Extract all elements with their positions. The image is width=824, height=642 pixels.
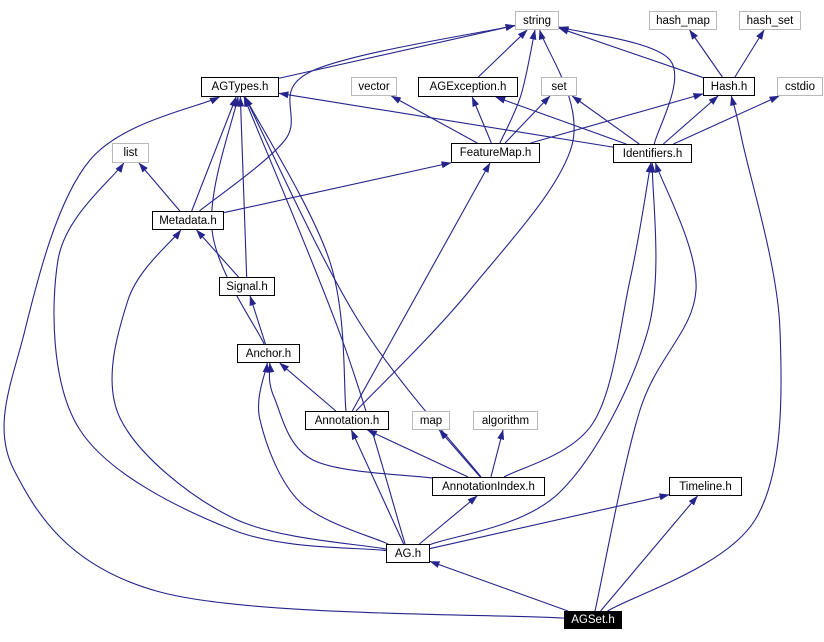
graph-node-label: hash_map [656, 14, 710, 27]
include-edge-identifiers-to-agtypes [278, 91, 614, 148]
include-edge-agset-to-timeline [600, 495, 698, 612]
include-edge-ag-to-metadata [111, 229, 387, 550]
include-edge-identifiers-to-set [571, 95, 640, 145]
graph-node-label: Anchor.h [245, 347, 292, 360]
graph-node-featuremap[interactable]: FeatureMap.h [451, 143, 540, 163]
graph-node-agexception[interactable]: AGException.h [418, 77, 518, 97]
graph-node-label: cstdio [784, 80, 816, 93]
graph-node-label: vector [358, 80, 390, 93]
include-edge-ag-to-anchor [258, 362, 389, 545]
graph-node-label: Timeline.h [679, 480, 732, 493]
include-edge-annotation-to-featuremap [351, 162, 491, 412]
include-edge-annotationindex-to-agtypes [244, 96, 482, 478]
include-edge-anchor-to-agtypes [210, 96, 265, 345]
graph-node-label: map [419, 414, 443, 427]
graph-node-timeline[interactable]: Timeline.h [669, 477, 742, 496]
include-edge-annotationindex-to-algorithm [490, 429, 505, 478]
graph-node-label: Hash.h [710, 80, 748, 93]
include-edge-ag-to-annotationindex [419, 495, 478, 545]
graph-node-label: AGSet.h [571, 614, 615, 626]
include-edge-hash-to-hash_set [734, 29, 765, 78]
graph-node-agtypes[interactable]: AGTypes.h [201, 77, 279, 97]
include-edge-featuremap-to-set [504, 95, 551, 144]
include-edge-annotation-to-anchor [279, 362, 337, 412]
graph-node-label: AnnotationIndex.h [442, 480, 535, 493]
include-edge-annotationindex-to-identifiers [503, 162, 653, 478]
graph-node-label: FeatureMap.h [459, 147, 532, 159]
graph-node-identifiers[interactable]: Identifiers.h [613, 144, 692, 163]
include-edge-ag-to-agtypes [243, 96, 406, 545]
include-edge-identifiers-to-agexception [495, 96, 627, 145]
include-edge-featuremap-to-vector [390, 95, 478, 144]
graph-node-ag[interactable]: AG.h [386, 544, 430, 563]
graph-node-metadata[interactable]: Metadata.h [152, 211, 224, 230]
include-edge-agset-to-hash [607, 95, 782, 612]
include-edge-metadata-to-string [199, 24, 516, 212]
include-edge-hash-to-string [558, 27, 704, 79]
graph-node-label: algorithm [481, 414, 530, 427]
include-edge-anchor-to-signal [249, 295, 266, 345]
graph-node-anchor[interactable]: Anchor.h [237, 344, 300, 363]
include-edge-signal-to-agtypes [237, 96, 248, 278]
include-edge-agset-to-agtypes [3, 96, 565, 619]
graph-node-algorithm: algorithm [473, 411, 538, 430]
graph-node-vector: vector [351, 77, 397, 96]
include-edge-metadata-to-agtypes [191, 96, 237, 212]
include-edge-annotationindex-to-map [438, 429, 481, 478]
graph-node-set: set [541, 77, 577, 96]
include-edge-identifiers-to-hash [662, 95, 719, 145]
graph-node-label: AGTypes.h [211, 81, 269, 93]
graph-node-label: hash_set [746, 14, 794, 27]
include-edge-agset-to-ag [429, 560, 569, 612]
include-edge-agexception-to-string [477, 29, 528, 78]
include-edge-metadata-to-list [138, 162, 181, 212]
graph-node-label: Signal.h [226, 280, 268, 293]
include-edge-hash-to-hash_map [689, 29, 723, 78]
graph-node-label: set [551, 80, 567, 93]
graph-node-label: Identifiers.h [622, 147, 683, 160]
include-edge-metadata-to-featuremap [223, 161, 452, 214]
graph-node-annotationindex[interactable]: AnnotationIndex.h [432, 477, 545, 496]
graph-node-agset: AGSet.h [564, 611, 622, 629]
include-edge-ag-to-identifiers [429, 162, 657, 546]
include-edge-agset-to-identifiers [594, 162, 697, 612]
include-edge-identifiers-to-string [558, 26, 676, 145]
graph-node-string: string [515, 11, 559, 30]
graph-node-signal[interactable]: Signal.h [219, 277, 275, 296]
include-edge-annotationindex-to-anchor [267, 362, 433, 479]
graph-node-label: Annotation.h [314, 414, 380, 427]
include-edge-annotation-to-agtypes [244, 96, 347, 412]
include-edge-annotationindex-to-annotation [366, 429, 469, 478]
graph-node-label: list [123, 147, 138, 159]
include-edge-ag-to-list [53, 162, 387, 552]
graph-node-hash_map: hash_map [649, 11, 717, 30]
include-edge-ag-to-timeline [429, 493, 670, 550]
include-edge-featuremap-to-agexception [471, 96, 492, 144]
include-edge-agtypes-to-string [278, 24, 516, 79]
graph-node-cstdio: cstdio [777, 77, 823, 96]
include-edge-ag-to-annotation [350, 429, 405, 545]
graph-node-map: map [412, 411, 450, 430]
include-edge-featuremap-to-hash [530, 93, 704, 144]
graph-node-label: string [522, 14, 552, 27]
graph-node-label: AG.h [394, 547, 422, 560]
graph-node-list: list [112, 143, 149, 163]
graph-node-label: AGException.h [429, 81, 507, 93]
graph-node-annotation[interactable]: Annotation.h [305, 411, 389, 430]
graph-node-label: Metadata.h [159, 214, 217, 227]
graph-node-hash_set: hash_set [739, 11, 801, 30]
include-edge-identifiers-to-cstdio [673, 95, 780, 145]
include-edge-featuremap-to-string [499, 29, 537, 144]
graph-node-hash[interactable]: Hash.h [703, 77, 755, 96]
